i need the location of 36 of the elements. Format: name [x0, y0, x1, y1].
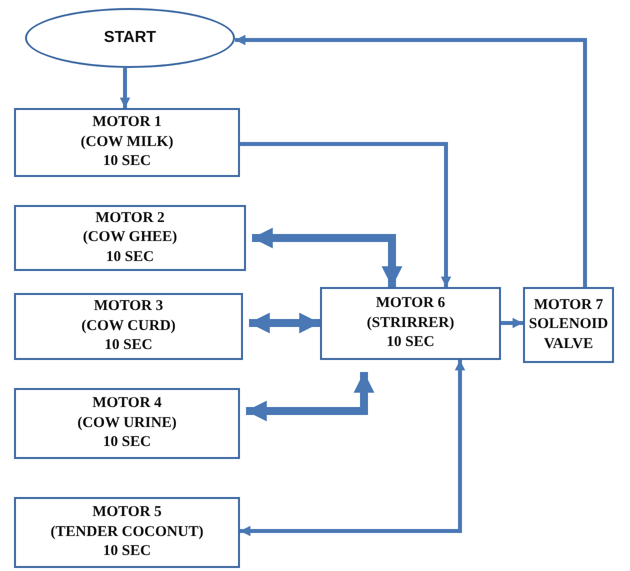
node-title: MOTOR 5	[92, 503, 162, 522]
node-text: 10 SEC	[103, 152, 151, 172]
node-text: 10 SEC	[103, 433, 151, 452]
node-title: MOTOR 4	[92, 394, 162, 414]
node-title: MOTOR 2	[95, 208, 165, 228]
process-box	[523, 287, 614, 363]
arrow	[249, 312, 320, 334]
node-title: MOTOR 3	[94, 297, 164, 316]
arrow	[246, 372, 374, 422]
node-text: 10 SEC	[104, 336, 152, 356]
process-box	[320, 287, 501, 360]
node-text: (COW CURD)	[81, 316, 176, 336]
arrow	[240, 360, 466, 536]
arrow	[235, 34, 587, 287]
node-title: MOTOR 7	[534, 296, 604, 315]
node-text: (COW GHEE)	[82, 228, 178, 248]
node-title: START	[104, 28, 156, 48]
node-text: 10 SEC	[386, 333, 434, 352]
node-text: (TENDER COCONUT)	[50, 522, 204, 542]
process-box	[14, 205, 246, 271]
arrow	[501, 318, 523, 328]
node-text: SOLENOID VALVE	[528, 315, 610, 354]
node-text: (COW URINE)	[77, 414, 177, 433]
node-title: MOTOR 6	[376, 294, 446, 314]
process-box	[14, 108, 240, 177]
node-title: MOTOR 1	[92, 113, 162, 132]
arrow	[240, 142, 452, 287]
arrow	[120, 68, 130, 108]
node-text: 10 SEC	[103, 542, 151, 562]
node-text: (COW MILK)	[80, 132, 174, 152]
node-text: (STRIRRER)	[366, 314, 454, 333]
process-box	[14, 388, 240, 459]
arrow	[252, 228, 402, 287]
process-box	[14, 293, 243, 360]
process-box	[14, 497, 240, 568]
node-text: 10 SEC	[106, 248, 154, 267]
